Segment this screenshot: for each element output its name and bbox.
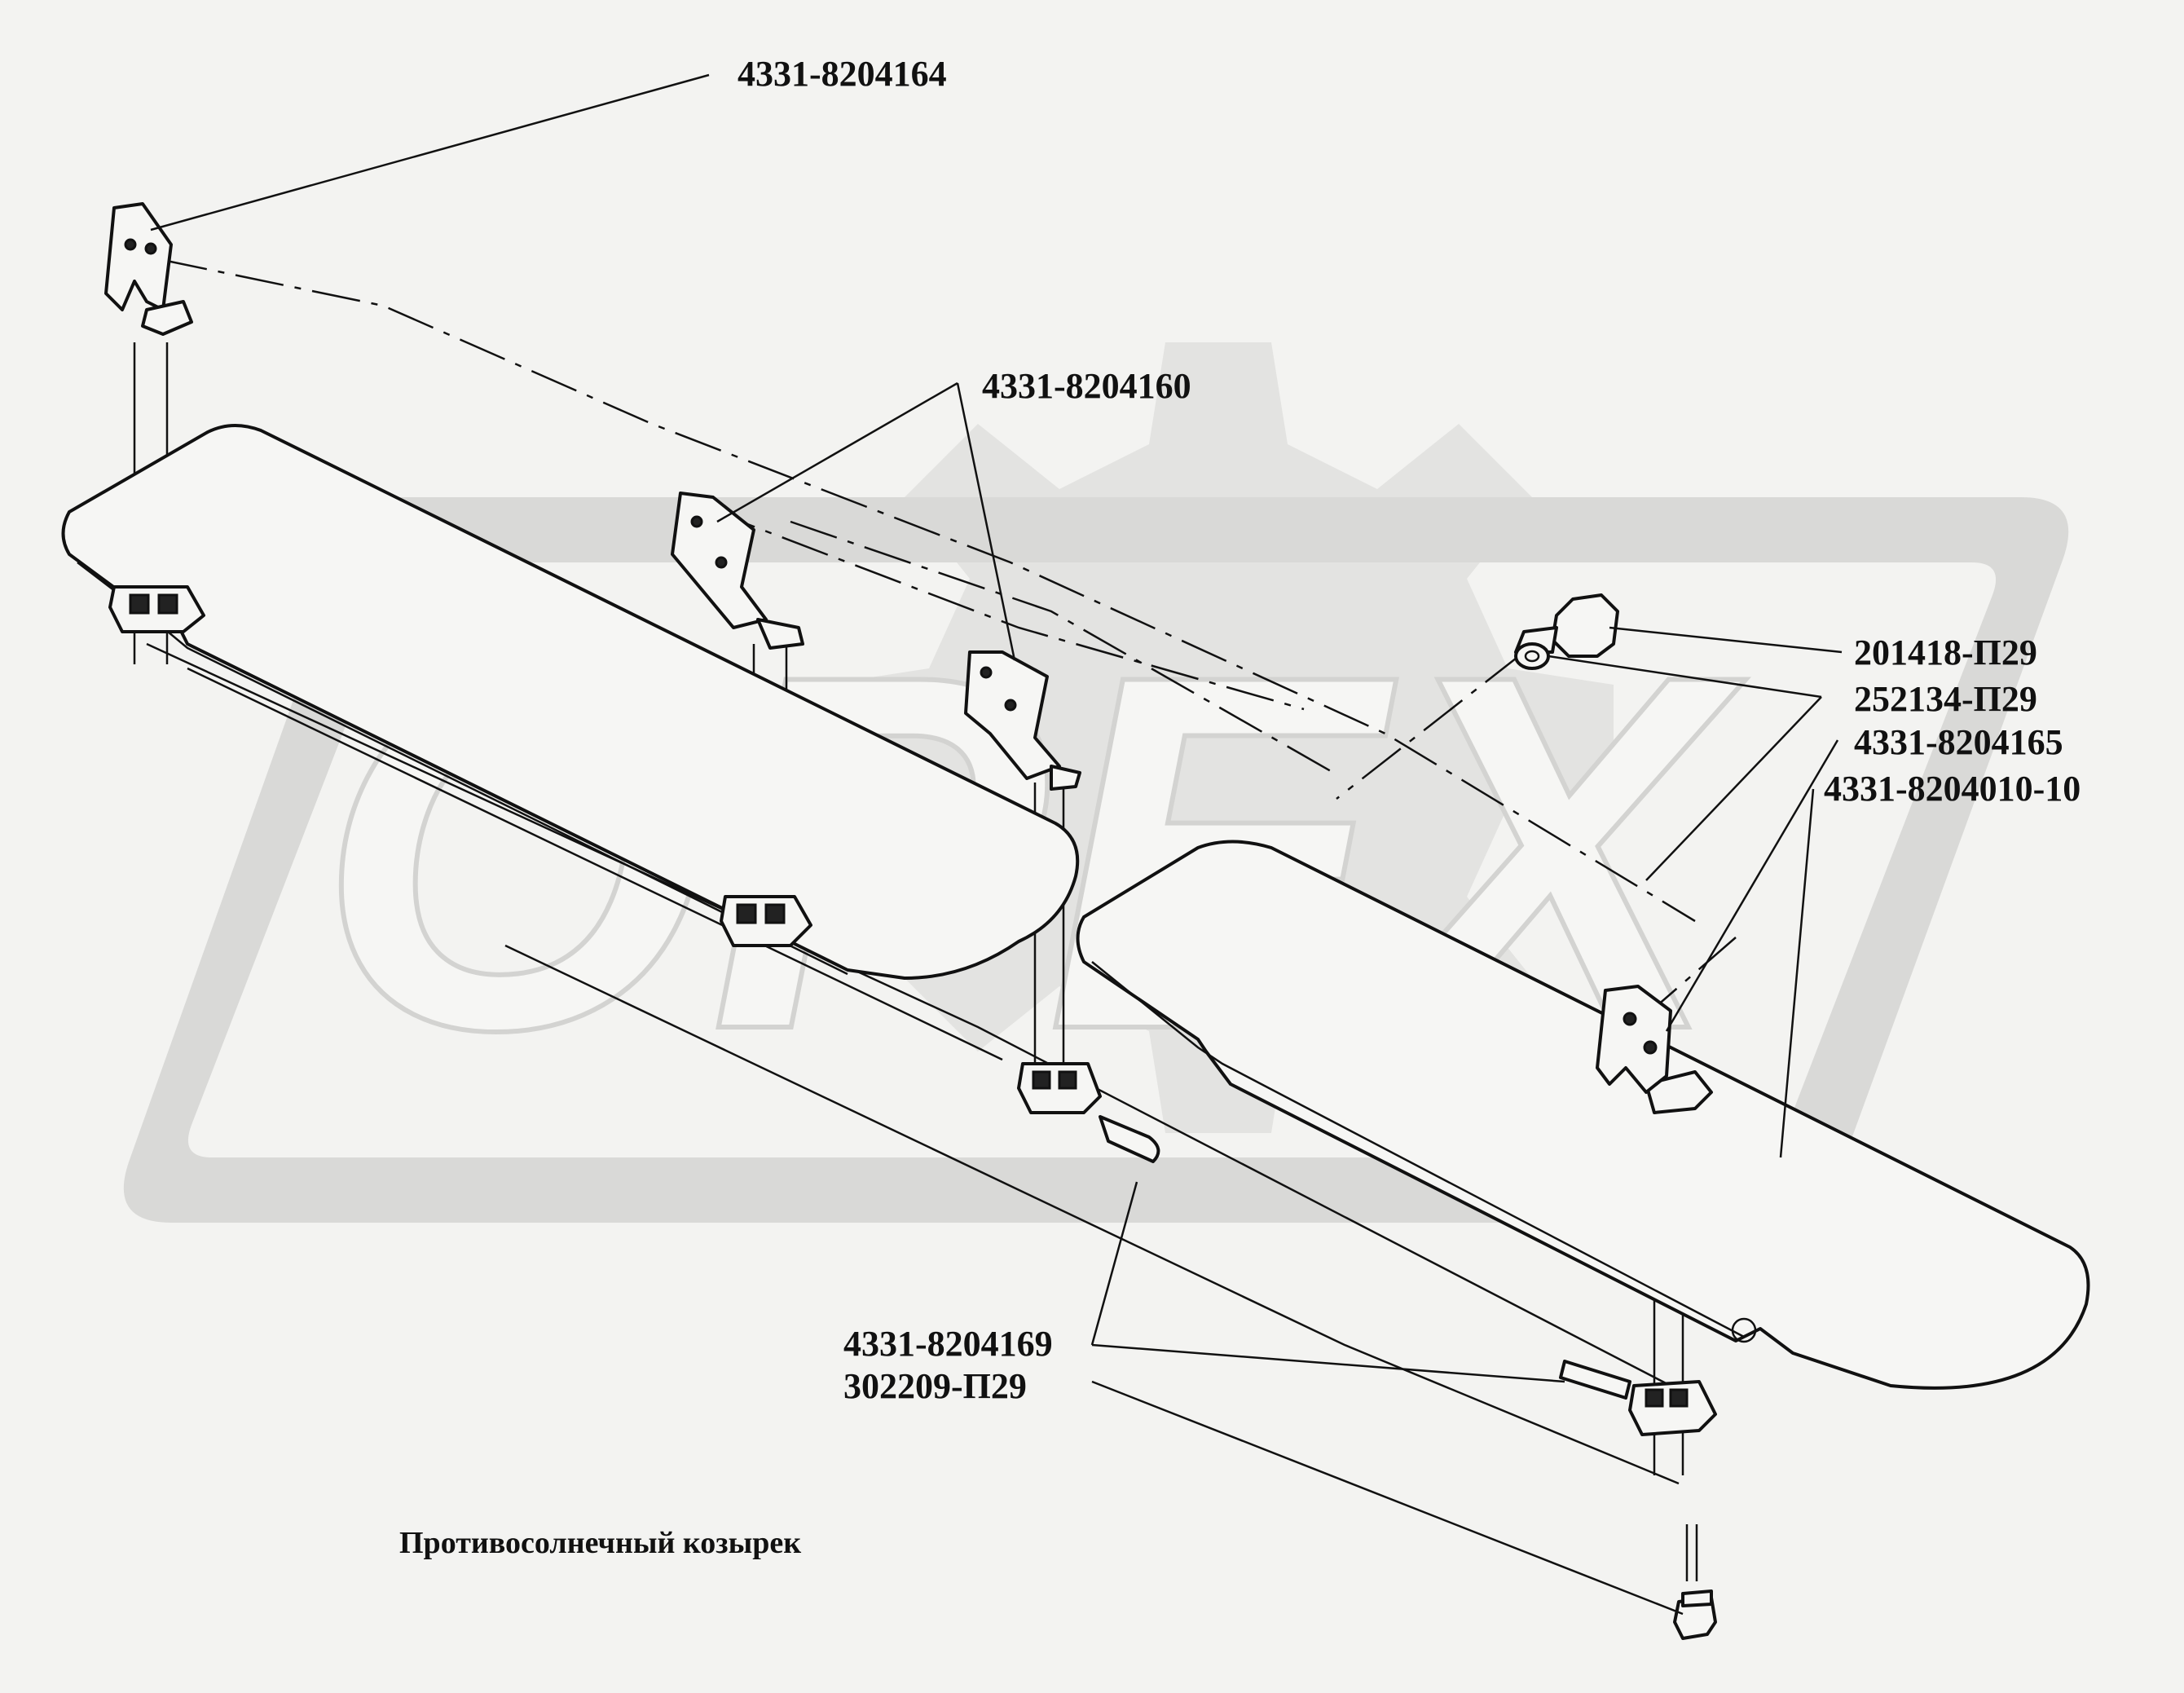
label-right-bracket: 4331-8204165	[1854, 722, 2063, 762]
label-bolt: 201418-П29	[1854, 633, 2037, 672]
right-visor-panel	[1076, 840, 2090, 1390]
label-clip: 4331-8204169	[843, 1324, 1053, 1364]
diagram-caption: Противосолнечный козырек	[399, 1526, 801, 1560]
washer-part	[1514, 642, 1550, 670]
top-left-bracket	[104, 202, 193, 336]
right-hinge-2	[1559, 1070, 1717, 1436]
label-visor-bracket: 4331-8204164	[738, 54, 947, 94]
label-middle-brackets: 4331-8204160	[982, 366, 1191, 406]
label-screw: 302209-П29	[843, 1366, 1027, 1406]
right-bracket	[1596, 985, 1672, 1094]
right-visor-hole	[1731, 1317, 1757, 1343]
screw-part	[1673, 1589, 1717, 1640]
label-visor-assembly: 4331-8204010-10	[1824, 769, 2081, 809]
left-hinge-1	[108, 585, 205, 633]
label-washer: 252134-П29	[1854, 679, 2037, 719]
middle-bracket-1	[671, 492, 804, 650]
left-hinge-2	[720, 895, 812, 947]
right-hinge-1	[1017, 1062, 1160, 1163]
right-visor-edge	[1091, 961, 1745, 1338]
leader-lines	[150, 73, 1843, 1616]
middle-bracket-2	[964, 650, 1081, 791]
